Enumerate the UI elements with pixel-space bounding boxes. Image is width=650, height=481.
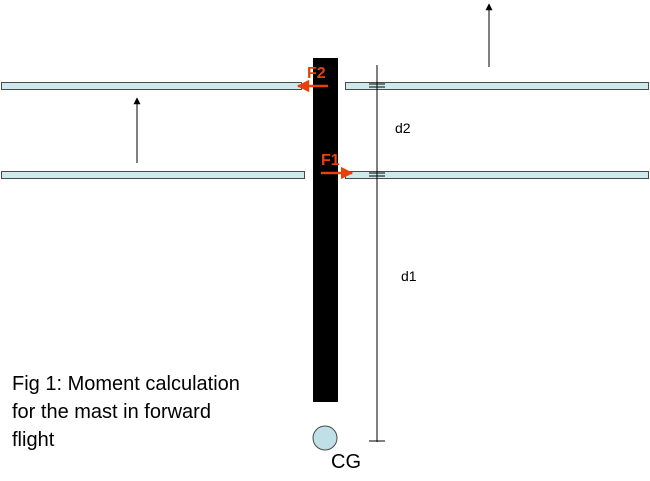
cg-label: CG xyxy=(331,451,361,473)
mast xyxy=(313,58,338,402)
upper-wing-right xyxy=(345,82,649,90)
caption-line-2: for the mast in forward xyxy=(12,401,211,423)
upper-wing-left xyxy=(1,82,302,90)
caption-line-1: Fig 1: Moment calculation xyxy=(12,373,240,395)
d1-label: d1 xyxy=(401,268,417,284)
lower-wing-left xyxy=(1,171,305,179)
f2-label: F2 xyxy=(307,65,326,82)
figure-caption: Fig 1: Moment calculation for the mast i… xyxy=(12,370,302,454)
f1-label: F1 xyxy=(321,152,340,169)
d2-label: d2 xyxy=(395,120,411,136)
caption-line-3: flight xyxy=(12,429,55,451)
lower-wing-right xyxy=(345,171,649,179)
cg-circle xyxy=(312,425,338,451)
